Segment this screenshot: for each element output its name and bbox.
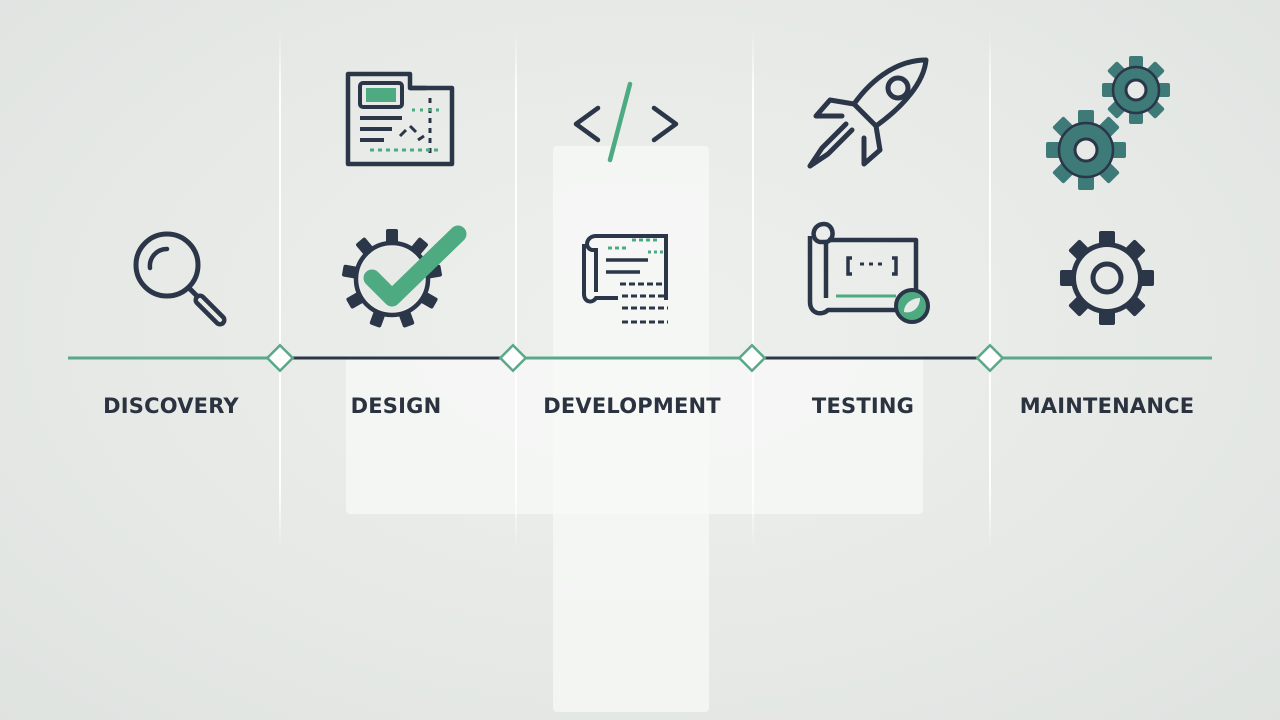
layout-document-icon [345, 71, 455, 167]
code-brackets-icon [573, 81, 679, 163]
blueprint-scroll-icon [582, 234, 668, 324]
stage-label-testing: TESTING [811, 394, 915, 418]
stage-label-discovery: DISCOVERY [103, 394, 239, 418]
column-divider [752, 30, 754, 550]
column-divider [515, 30, 517, 550]
column-divider [989, 30, 991, 550]
milestone-marker [737, 343, 767, 373]
rocket-icon [807, 57, 929, 169]
milestone-marker [975, 343, 1005, 373]
stage-label-development: DEVELOPMENT [543, 394, 721, 418]
gear-checkmark-icon [342, 225, 467, 328]
stage-label-maintenance: MAINTENANCE [1019, 394, 1195, 418]
stage-label-design: DESIGN [350, 394, 442, 418]
column-divider [279, 30, 281, 550]
gears-icon [1046, 56, 1170, 190]
magnifier-icon [133, 231, 227, 327]
milestone-marker [265, 343, 295, 373]
milestone-marker [498, 343, 528, 373]
gear-icon [1060, 231, 1154, 325]
blueprint-badge-icon [807, 221, 930, 324]
highlight-cross-horizontal [346, 356, 923, 514]
